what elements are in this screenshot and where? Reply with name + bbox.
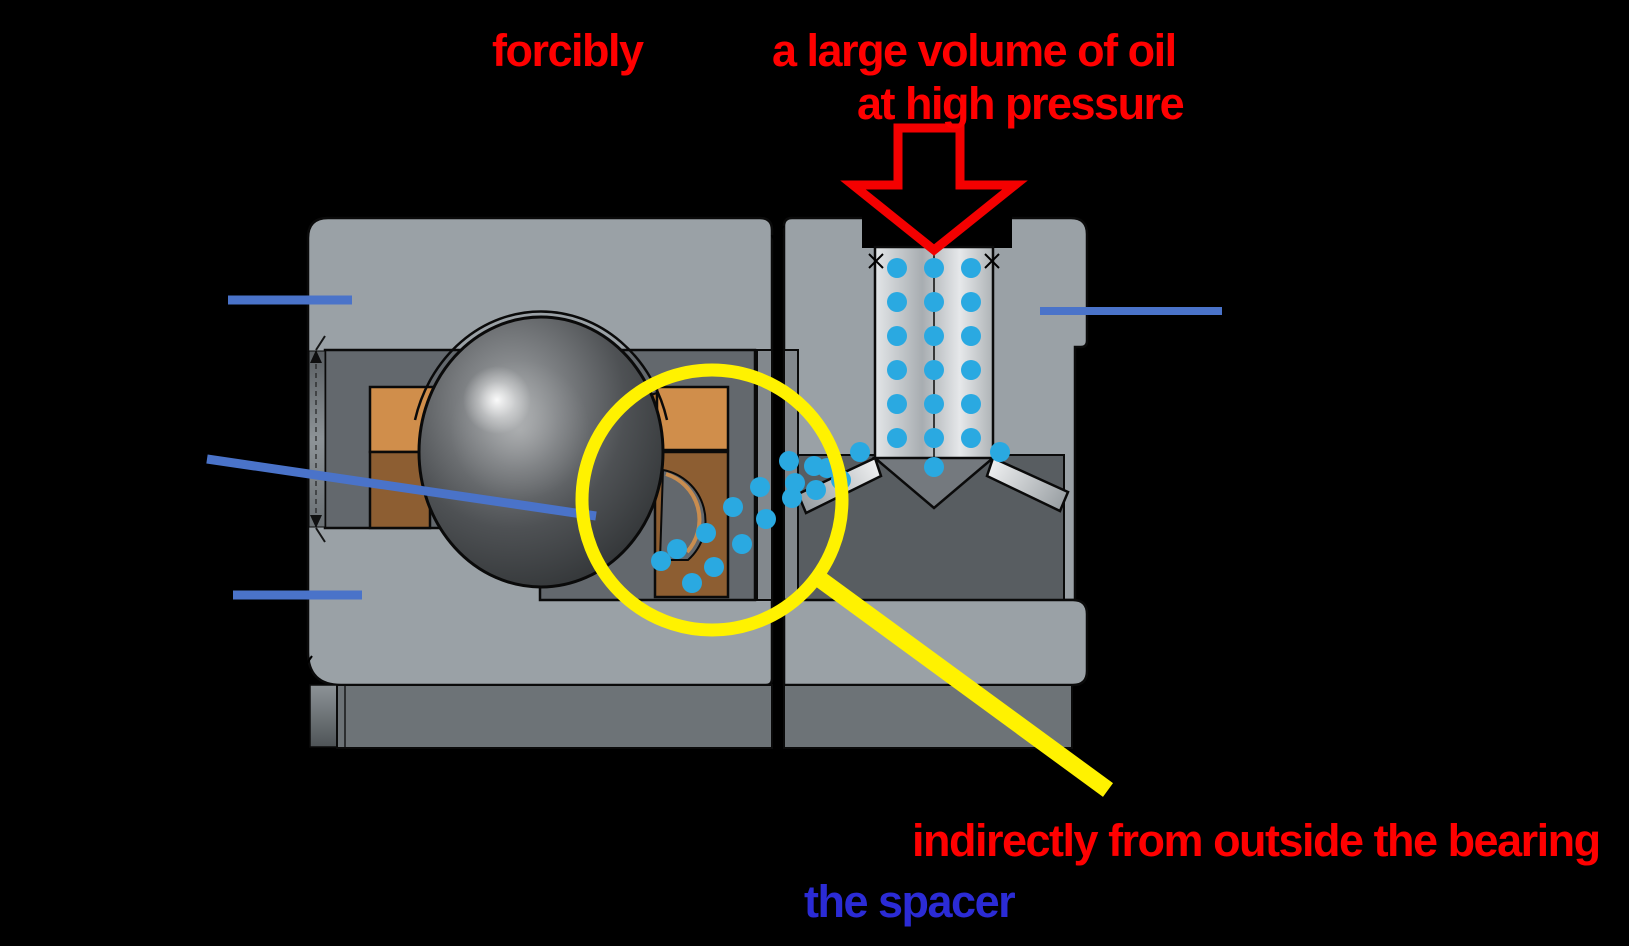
- dimension-line: [310, 335, 326, 543]
- spacer-label: the spacer: [804, 876, 1016, 927]
- shaft-sliver: [309, 684, 338, 748]
- oil-droplets: [651, 258, 1010, 593]
- raceway-groove-arc: [413, 310, 669, 421]
- spacer-inner-band: [782, 598, 1089, 687]
- cut-face-strip: [308, 350, 326, 528]
- deflector-wing-right: [985, 456, 1070, 513]
- bearing-left-block: [297, 216, 774, 687]
- pointer-lines: [206, 295, 1222, 600]
- shaft-band-left: [336, 684, 773, 749]
- oil-flow-arrow-icon: [840, 123, 1028, 256]
- pointer-ball: [206, 454, 597, 521]
- bearing-ball: [417, 315, 665, 589]
- magnifier-circle: [575, 363, 849, 637]
- channel-tick-icon: [868, 253, 884, 269]
- oil-volume-label-line2: at high pressure: [857, 78, 1185, 129]
- forcibly-label: forcibly: [492, 25, 644, 76]
- magnifier-handle: [811, 570, 1114, 797]
- magnifier: [575, 363, 1114, 797]
- ring-face-strip: [756, 349, 773, 601]
- corner-tick-icon: [297, 655, 313, 677]
- gap-tick-icon: [770, 225, 785, 248]
- oil-volume-label-line1: a large volume of oil: [772, 25, 1177, 76]
- cage-notch-rim: [665, 472, 702, 554]
- channel-tick-icon: [984, 253, 1000, 269]
- spacer-block: [770, 212, 1089, 687]
- shaft-bands: [309, 684, 1073, 749]
- indirect-note-label: indirectly from outside the bearing: [912, 815, 1601, 866]
